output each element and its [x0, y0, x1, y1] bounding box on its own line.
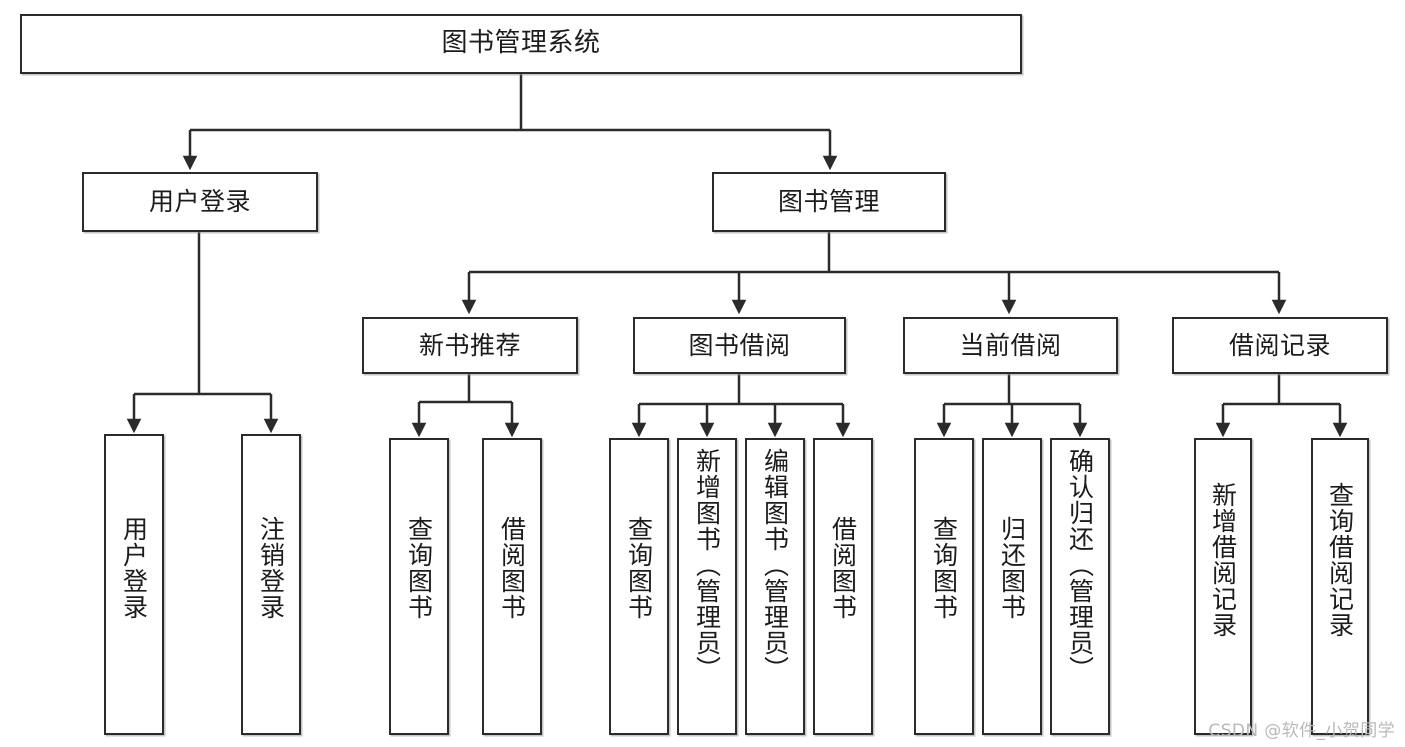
leaf-logout-login[interactable]: 注销登录 [241, 434, 301, 735]
node-label: 编辑图书（管理员） [760, 448, 790, 682]
leaf-confirm-return-admin[interactable]: 确认归还（管理员） [1050, 438, 1110, 735]
node-label: 归还图书 [997, 516, 1027, 620]
node-label: 当前借阅 [959, 330, 1062, 360]
node-label: 图书管理 [777, 187, 880, 216]
node-label: 用户登录 [148, 187, 251, 216]
leaf-add-book-admin[interactable]: 新增图书（管理员） [677, 438, 737, 735]
node-book-management[interactable]: 图书管理 [712, 172, 946, 232]
node-label: 查询图书 [624, 516, 654, 620]
leaf-borrow-book-borrow[interactable]: 借阅图书 [813, 438, 873, 735]
node-label: 借阅图书 [828, 516, 858, 620]
leaf-user-login[interactable]: 用户登录 [104, 434, 164, 735]
leaf-edit-book-admin[interactable]: 编辑图书（管理员） [745, 438, 805, 735]
leaf-query-book-borrow[interactable]: 查询图书 [609, 438, 669, 735]
leaf-query-book-current[interactable]: 查询图书 [914, 438, 974, 735]
node-label: 用户登录 [119, 516, 149, 620]
node-label: 新增图书（管理员） [692, 448, 722, 682]
node-borrow-record[interactable]: 借阅记录 [1172, 317, 1388, 374]
watermark-csdn: CSDN @软件_小贺同学 [1208, 721, 1395, 741]
node-label: 新书推荐 [418, 330, 521, 360]
node-label: 借阅记录 [1228, 330, 1331, 360]
leaf-add-borrow-record[interactable]: 新增借阅记录 [1194, 438, 1252, 735]
node-label: 查询借阅记录 [1325, 482, 1355, 638]
node-label: 图书管理系统 [441, 28, 601, 59]
node-label: 查询图书 [404, 516, 434, 620]
leaf-borrow-book-recommend[interactable]: 借阅图书 [482, 438, 542, 735]
leaf-query-book-recommend[interactable]: 查询图书 [389, 438, 449, 735]
node-label: 确认归还（管理员） [1065, 448, 1095, 682]
node-root-book-management-system[interactable]: 图书管理系统 [20, 14, 1022, 74]
leaf-query-borrow-record[interactable]: 查询借阅记录 [1311, 438, 1369, 735]
node-label: 查询图书 [929, 516, 959, 620]
node-label: 借阅图书 [497, 516, 527, 620]
node-label: 新增借阅记录 [1208, 482, 1238, 638]
node-current-borrow[interactable]: 当前借阅 [903, 317, 1118, 374]
node-new-book-recommend[interactable]: 新书推荐 [362, 317, 578, 374]
node-book-borrow[interactable]: 图书借阅 [633, 317, 846, 374]
node-user-login[interactable]: 用户登录 [82, 172, 318, 232]
node-label: 注销登录 [256, 516, 286, 620]
leaf-return-book[interactable]: 归还图书 [982, 438, 1042, 735]
node-label: 图书借阅 [688, 330, 791, 360]
